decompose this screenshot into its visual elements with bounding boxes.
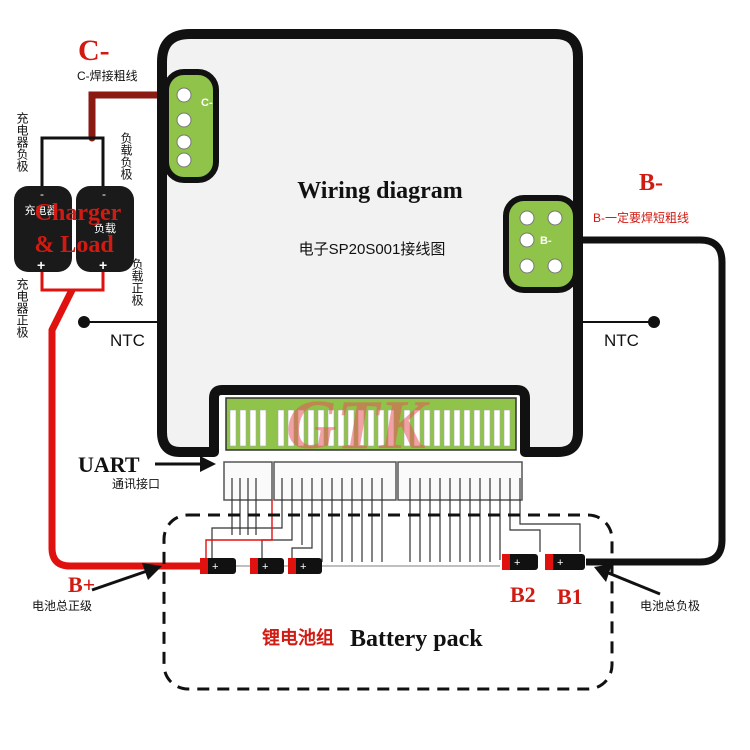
charger-cell-label: 充电器: [25, 203, 58, 217]
balance-connector-pins: [229, 409, 511, 447]
load-minus-symbol: -: [102, 187, 106, 201]
charger-negative-note: 充电器负极: [15, 111, 29, 172]
charger-positive-note: 充电器正极: [15, 277, 29, 338]
load-negative-note: 负载负极: [119, 132, 133, 180]
c-minus-note: C-焊接粗线: [77, 68, 138, 83]
c-minus-hole-2: [176, 112, 192, 128]
b-minus-hole-5: [547, 258, 563, 274]
sense-wires: [211, 478, 581, 562]
ntc-right-label: NTC: [604, 331, 639, 350]
load-positive-note: 负载正极: [130, 258, 144, 306]
b-minus-pad-label: B-: [540, 235, 552, 247]
c-minus-hole-4: [176, 152, 192, 168]
battery-cell-1: +: [200, 558, 236, 574]
uart-arrow: [155, 456, 216, 472]
charger-load-label-2: & Load: [34, 232, 114, 258]
battery-cell-b1: +: [545, 554, 585, 570]
ntc-left-probe: [78, 316, 90, 328]
balance-plug-1: [273, 461, 397, 501]
ntc-left-label: NTC: [110, 331, 145, 350]
c-minus-label: C-: [78, 34, 110, 67]
b-plus-arrow: [91, 563, 162, 592]
positive-bridge-wire: [40, 270, 105, 292]
bms-board: [157, 29, 583, 457]
battery-pack-enclosure: [162, 513, 614, 691]
svg-text:+: +: [300, 561, 306, 573]
b-minus-hole-1: [519, 210, 535, 226]
negative-bridge-wire: [40, 136, 105, 186]
b-minus-total-note: 电池总负极: [640, 599, 700, 613]
b-plus-note: 电池总正级: [32, 599, 92, 613]
c-minus-hole-3: [176, 134, 192, 150]
svg-text:+: +: [262, 561, 268, 573]
balance-plugs: [223, 461, 523, 501]
c-minus-hole-1: [176, 87, 192, 103]
b-minus-hole-2: [547, 210, 563, 226]
sense-wire-red: [205, 500, 273, 562]
diagram-subtitle: 电子SP20S001接线图: [299, 241, 446, 258]
b2-label: B2: [510, 582, 536, 607]
b-minus-hole-3: [519, 232, 535, 248]
b-plus-label: B+: [68, 572, 95, 597]
ntc-right-probe: [648, 316, 660, 328]
svg-text:+: +: [557, 557, 563, 569]
b-minus-hole-4: [519, 258, 535, 274]
b-minus-arrow: [594, 564, 661, 596]
diagram-title: Wiring diagram: [297, 178, 463, 204]
c-minus-wire: [88, 91, 188, 142]
battery-cell-2: +: [250, 558, 284, 574]
load-cell-label: 负载: [94, 221, 116, 235]
charger-minus-symbol: -: [40, 187, 44, 201]
uart-label: UART: [78, 452, 140, 477]
charger-load-label-1: Charger: [35, 200, 122, 226]
svg-text:+: +: [212, 561, 218, 573]
battery-cell-b2: +: [502, 554, 538, 570]
battery-cell-3: +: [288, 558, 322, 574]
b-minus-label: B-: [639, 170, 663, 196]
charger-cell: - + 充电器: [14, 186, 72, 273]
b1-label: B1: [557, 584, 583, 609]
b-minus-wire: [527, 236, 726, 566]
b-plus-wire: [48, 288, 208, 570]
c-minus-pad[interactable]: [163, 69, 219, 183]
watermark-logo: GTK: [286, 387, 430, 464]
load-plus-symbol: +: [99, 257, 107, 273]
uart-note: 通讯接口: [112, 476, 160, 491]
battery-pack-title-en: Battery pack: [350, 626, 483, 652]
battery-pack-title-cn: 锂电池组: [262, 627, 334, 648]
load-cell: - + 负载: [76, 186, 134, 273]
charger-plus-symbol: +: [37, 257, 45, 273]
c-minus-pad-label: C-: [201, 97, 213, 109]
b-minus-note: B-一定要焊短粗线: [593, 210, 689, 225]
svg-text:+: +: [514, 557, 520, 569]
